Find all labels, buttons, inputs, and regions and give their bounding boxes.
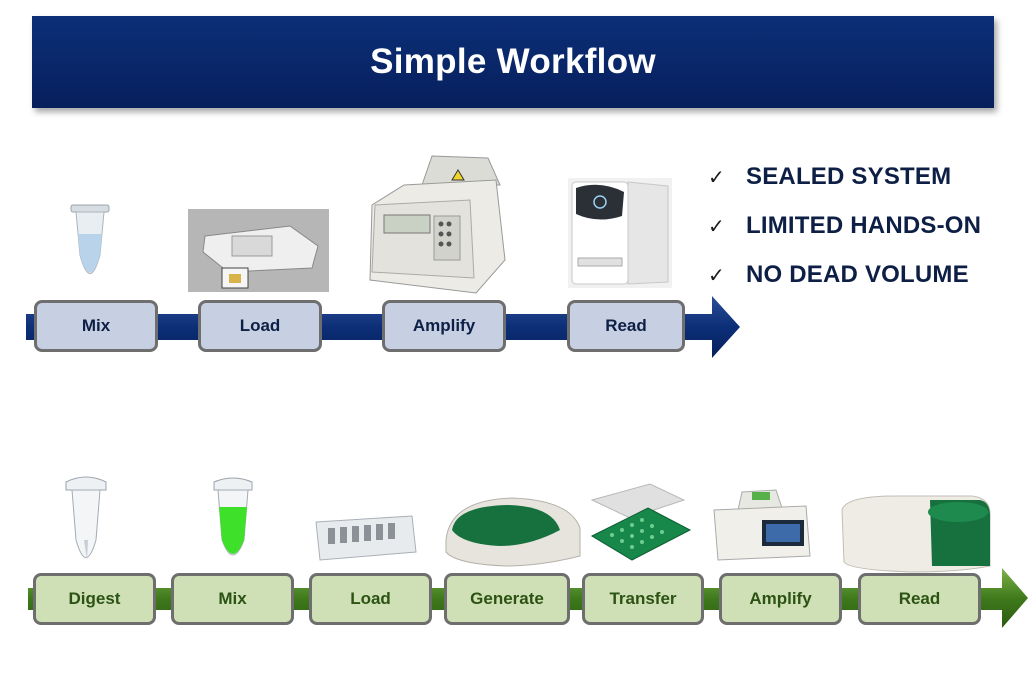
step-label: Load <box>350 589 391 608</box>
bottom-step-transfer: Transfer <box>582 573 704 625</box>
chip-reader-icon <box>568 178 672 288</box>
checklist-item: ✓ SEALED SYSTEM <box>708 152 981 201</box>
step-label: Load <box>239 316 281 335</box>
step-label: Read <box>605 316 647 335</box>
checklist-item-label: NO DEAD VOLUME <box>746 260 969 288</box>
check-icon: ✓ <box>708 213 725 238</box>
step-label: Mix <box>81 316 111 335</box>
step-label: Generate <box>470 589 544 608</box>
top-step-amplify: Amplify <box>382 300 506 352</box>
bottom-step-amplify: Amplify <box>719 573 842 625</box>
checklist-item: ✓ LIMITED HANDS-ON <box>708 201 981 250</box>
check-icon: ✓ <box>708 262 725 287</box>
cartridge-icon <box>315 515 417 561</box>
top-step-load: Load <box>198 300 322 352</box>
step-label: Mix <box>218 589 247 608</box>
benefits-checklist: ✓ SEALED SYSTEM ✓ LIMITED HANDS-ON ✓ NO … <box>708 152 981 299</box>
chip-loader-icon <box>188 209 329 292</box>
plate-sealing-icon <box>590 483 692 561</box>
bottom-step-load: Load <box>309 573 432 625</box>
page-title: Simple Workflow <box>370 42 656 81</box>
checklist-item: ✓ NO DEAD VOLUME <box>708 250 981 299</box>
checklist-item-label: LIMITED HANDS-ON <box>746 211 982 239</box>
step-label: Transfer <box>609 589 677 608</box>
sample-tube-icon <box>70 204 110 274</box>
step-label: Amplify <box>749 589 812 608</box>
thermal-cycler-icon <box>369 155 506 294</box>
top-step-read: Read <box>567 300 685 352</box>
thermal-cycler-icon <box>713 489 811 561</box>
droplet-generator-icon <box>445 497 581 567</box>
checklist-item-label: SEALED SYSTEM <box>746 162 952 190</box>
check-icon: ✓ <box>708 164 725 189</box>
step-label: Read <box>898 589 941 608</box>
green-tube-icon <box>213 477 253 556</box>
bottom-step-digest: Digest <box>33 573 156 625</box>
bottom-step-read: Read <box>858 573 981 625</box>
bottom-step-generate: Generate <box>444 573 570 625</box>
title-banner: Simple Workflow <box>32 16 994 108</box>
step-label: Digest <box>68 589 121 608</box>
droplet-reader-icon <box>841 495 991 573</box>
top-step-mix: Mix <box>34 300 158 352</box>
bottom-step-mix: Mix <box>171 573 294 625</box>
clear-tube-icon <box>65 476 107 560</box>
step-label: Amplify <box>412 316 476 335</box>
